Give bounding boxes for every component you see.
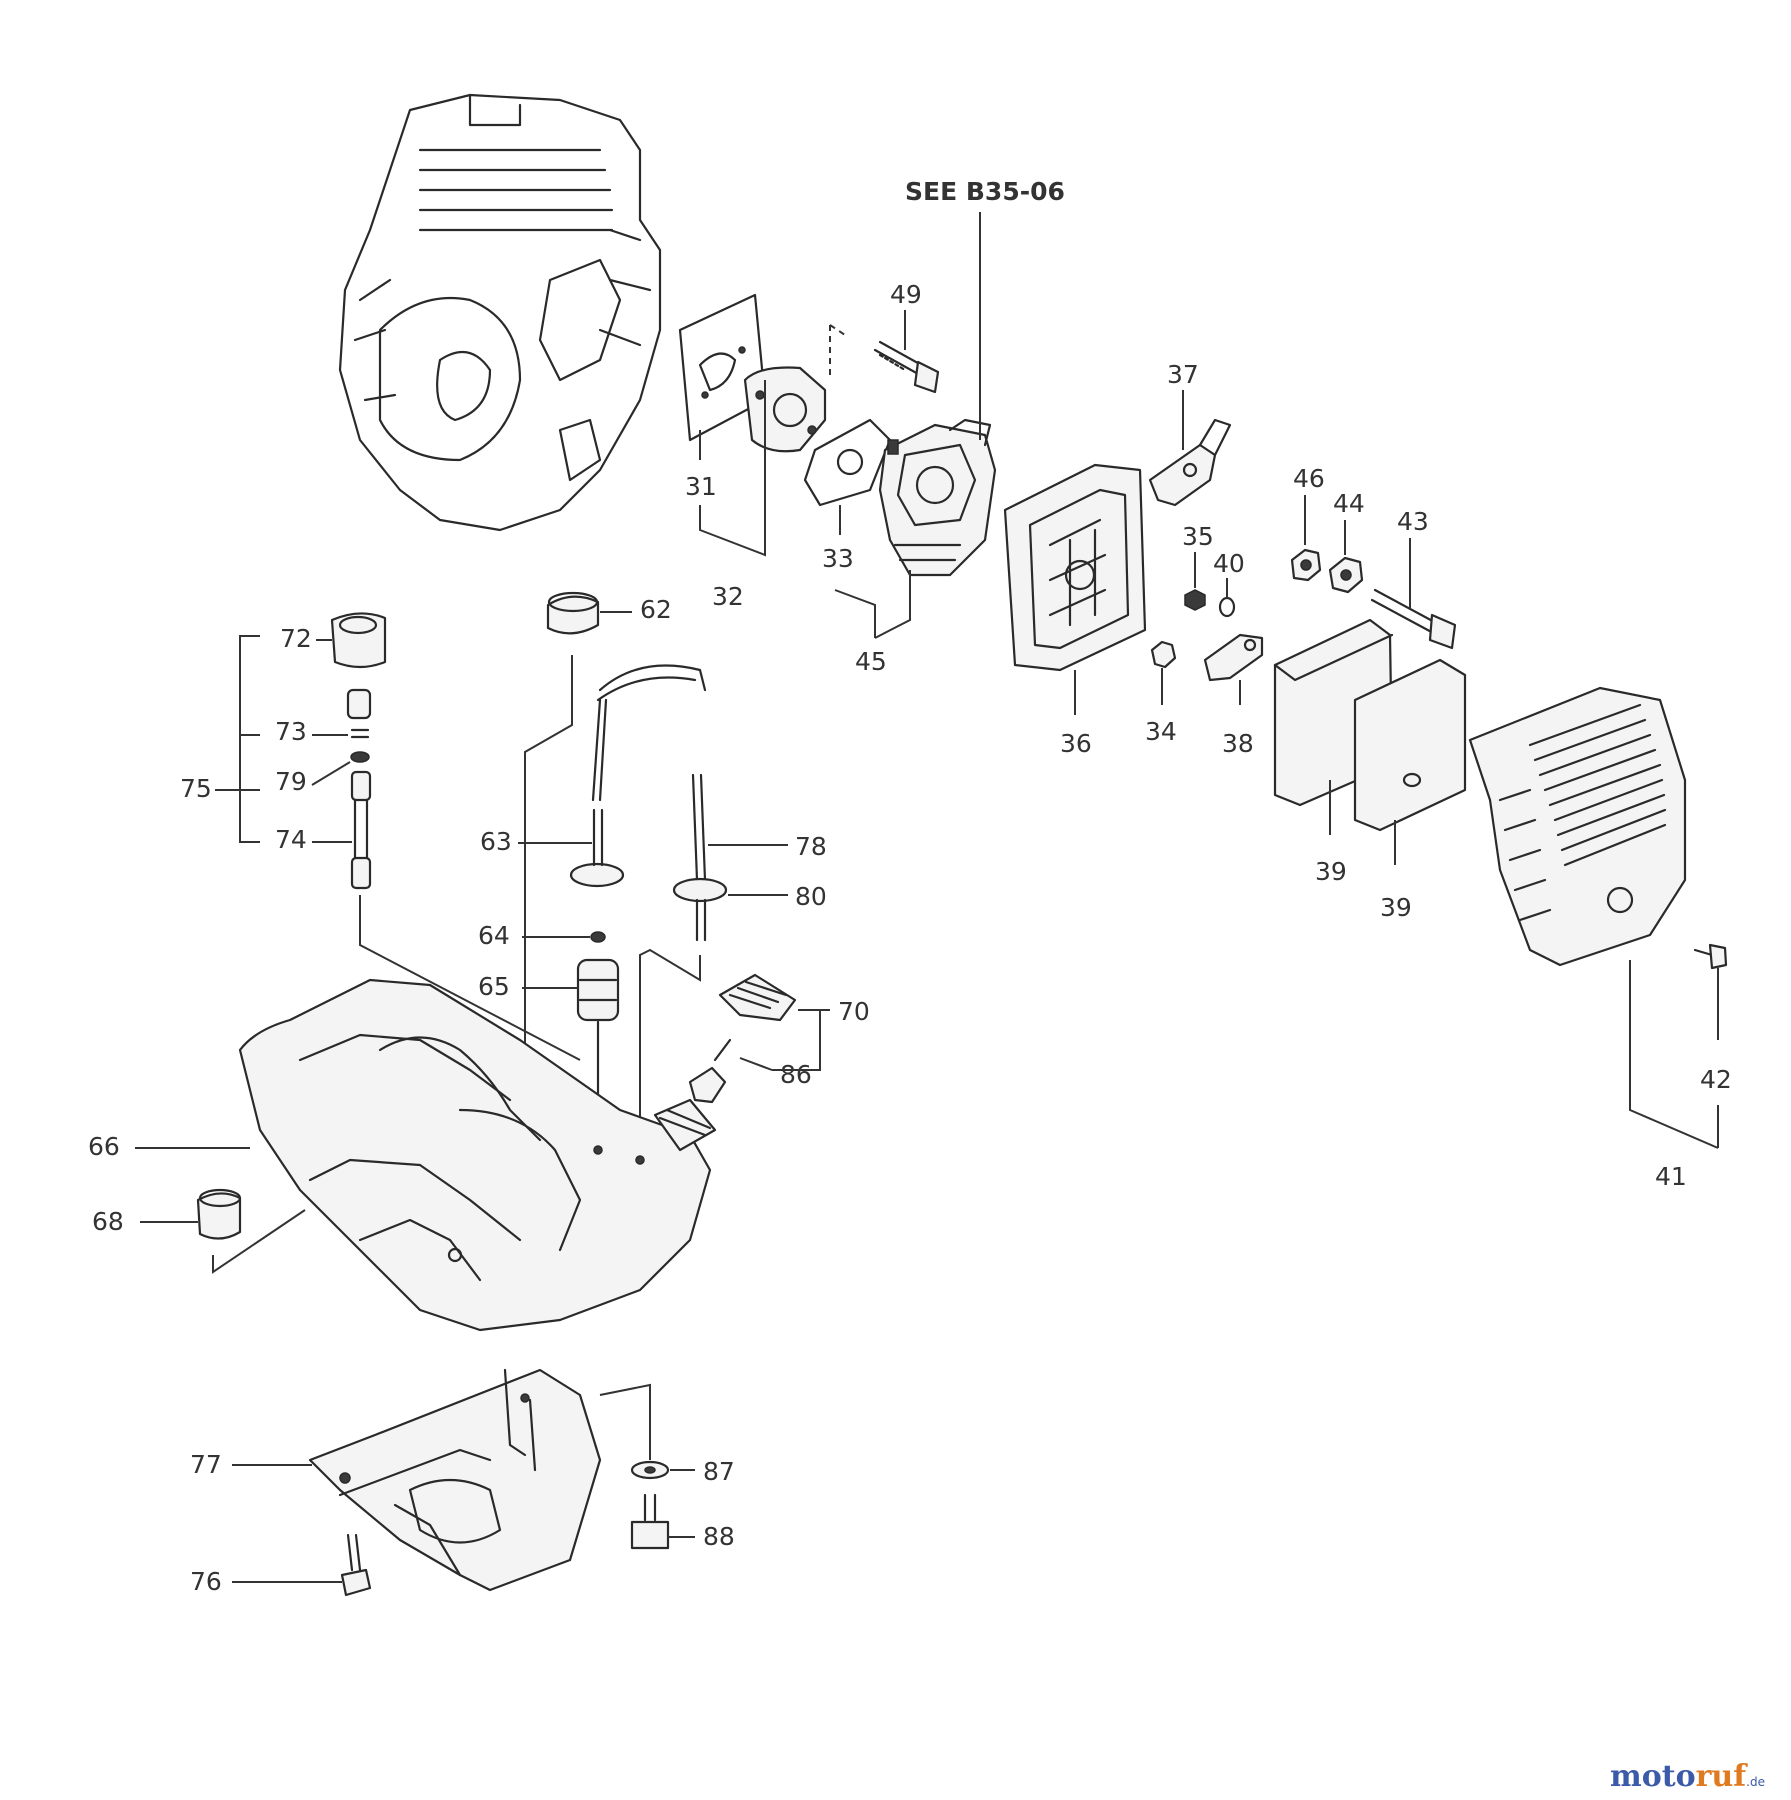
label-63: 63 bbox=[480, 827, 512, 856]
choke-link-38 bbox=[1203, 633, 1264, 682]
clip-79 bbox=[350, 751, 370, 763]
label-70: 70 bbox=[838, 997, 870, 1026]
leader-45 bbox=[834, 570, 911, 639]
label-46: 46 bbox=[1293, 464, 1325, 493]
air-cleaner-base-36 bbox=[1003, 463, 1147, 672]
leader-41 bbox=[1629, 960, 1719, 1149]
leader-75 bbox=[215, 635, 260, 843]
label-86: 86 bbox=[780, 1060, 812, 1089]
clamp-64 bbox=[590, 931, 606, 943]
nut-44 bbox=[1328, 556, 1364, 594]
bolt-76 bbox=[340, 1533, 372, 1597]
label-73: 73 bbox=[275, 717, 307, 746]
return-pipe-78 bbox=[672, 773, 728, 942]
air-filter-cover-39b bbox=[1353, 658, 1467, 832]
engine-block bbox=[338, 93, 662, 532]
label-72: 72 bbox=[280, 624, 312, 653]
label-39a: 39 bbox=[1315, 857, 1347, 886]
cap-valve-86 bbox=[688, 1038, 732, 1104]
watermark-part2: ruf bbox=[1696, 1759, 1749, 1794]
svg-text:motoruf.de: motoruf.de bbox=[1610, 1759, 1765, 1794]
leader-32 bbox=[699, 380, 766, 557]
label-38: 38 bbox=[1222, 729, 1254, 758]
nut-34 bbox=[1150, 640, 1177, 669]
label-74: 74 bbox=[275, 825, 307, 854]
bolt-88 bbox=[630, 1493, 670, 1550]
label-35: 35 bbox=[1182, 522, 1214, 551]
label-36: 36 bbox=[1060, 729, 1092, 758]
label-62: 62 bbox=[640, 595, 672, 624]
label-39b: 39 bbox=[1380, 893, 1412, 922]
label-80: 80 bbox=[795, 882, 827, 911]
label-42: 42 bbox=[1700, 1065, 1732, 1094]
label-49: 49 bbox=[890, 280, 922, 309]
label-75: 75 bbox=[180, 774, 212, 803]
fuel-cap-62 bbox=[546, 591, 600, 635]
bolt-43 bbox=[1370, 588, 1457, 650]
leader-62-to-tank bbox=[524, 655, 573, 1100]
carburetor bbox=[878, 418, 997, 577]
label-37: 37 bbox=[1167, 360, 1199, 389]
label-40: 40 bbox=[1213, 549, 1245, 578]
bolt-49 bbox=[873, 340, 940, 394]
washer-87 bbox=[630, 1460, 670, 1480]
screw-42 bbox=[1693, 943, 1728, 970]
fuel-hose-63 bbox=[569, 664, 707, 888]
breather-pipe-74 bbox=[350, 770, 372, 890]
label-78: 78 bbox=[795, 832, 827, 861]
leader-74-to-tank bbox=[359, 895, 581, 1061]
leader-49-axis bbox=[829, 324, 846, 380]
carburetor-gasket-33 bbox=[803, 418, 892, 507]
label-43: 43 bbox=[1397, 507, 1429, 536]
tank-bracket-77 bbox=[308, 1368, 602, 1592]
label-65: 65 bbox=[478, 972, 510, 1001]
label-88: 88 bbox=[703, 1522, 735, 1551]
nut-46 bbox=[1290, 548, 1322, 582]
label-44: 44 bbox=[1333, 489, 1365, 518]
leader-70 bbox=[739, 1009, 830, 1071]
cap-gasket-70 bbox=[718, 973, 797, 1022]
grommet-72 bbox=[330, 612, 387, 669]
label-68: 68 bbox=[92, 1207, 124, 1236]
leader-78-to-tank bbox=[639, 948, 701, 1150]
label-31: 31 bbox=[685, 472, 717, 501]
reference-note: SEE B35-06 bbox=[905, 177, 1065, 206]
label-76: 76 bbox=[190, 1567, 222, 1596]
label-87: 87 bbox=[703, 1457, 735, 1486]
choke-lever-37 bbox=[1148, 418, 1232, 507]
leader-87-to-bracket bbox=[599, 1383, 651, 1460]
label-41: 41 bbox=[1655, 1162, 1687, 1191]
label-33: 33 bbox=[822, 544, 854, 573]
label-64: 64 bbox=[478, 921, 510, 950]
label-45: 45 bbox=[855, 647, 887, 676]
leader-68-to-tank bbox=[212, 1209, 306, 1274]
leader-79 bbox=[311, 761, 351, 786]
nut-35 bbox=[1184, 589, 1206, 611]
watermark-suffix: .de bbox=[1746, 1775, 1765, 1789]
grommet-68 bbox=[196, 1188, 242, 1240]
label-32: 32 bbox=[712, 582, 744, 611]
air-cleaner-cover-41 bbox=[1468, 686, 1687, 967]
watermark-logo: motoruf.de bbox=[1610, 1759, 1765, 1794]
label-79: 79 bbox=[275, 767, 307, 796]
label-34: 34 bbox=[1145, 717, 1177, 746]
fitting-73 bbox=[346, 688, 372, 739]
label-66: 66 bbox=[88, 1132, 120, 1161]
watermark-part1: moto bbox=[1610, 1759, 1696, 1794]
label-77: 77 bbox=[190, 1450, 222, 1479]
insulator-32 bbox=[743, 366, 827, 453]
fuel-tank-66 bbox=[238, 978, 717, 1332]
washer-40 bbox=[1218, 596, 1236, 618]
